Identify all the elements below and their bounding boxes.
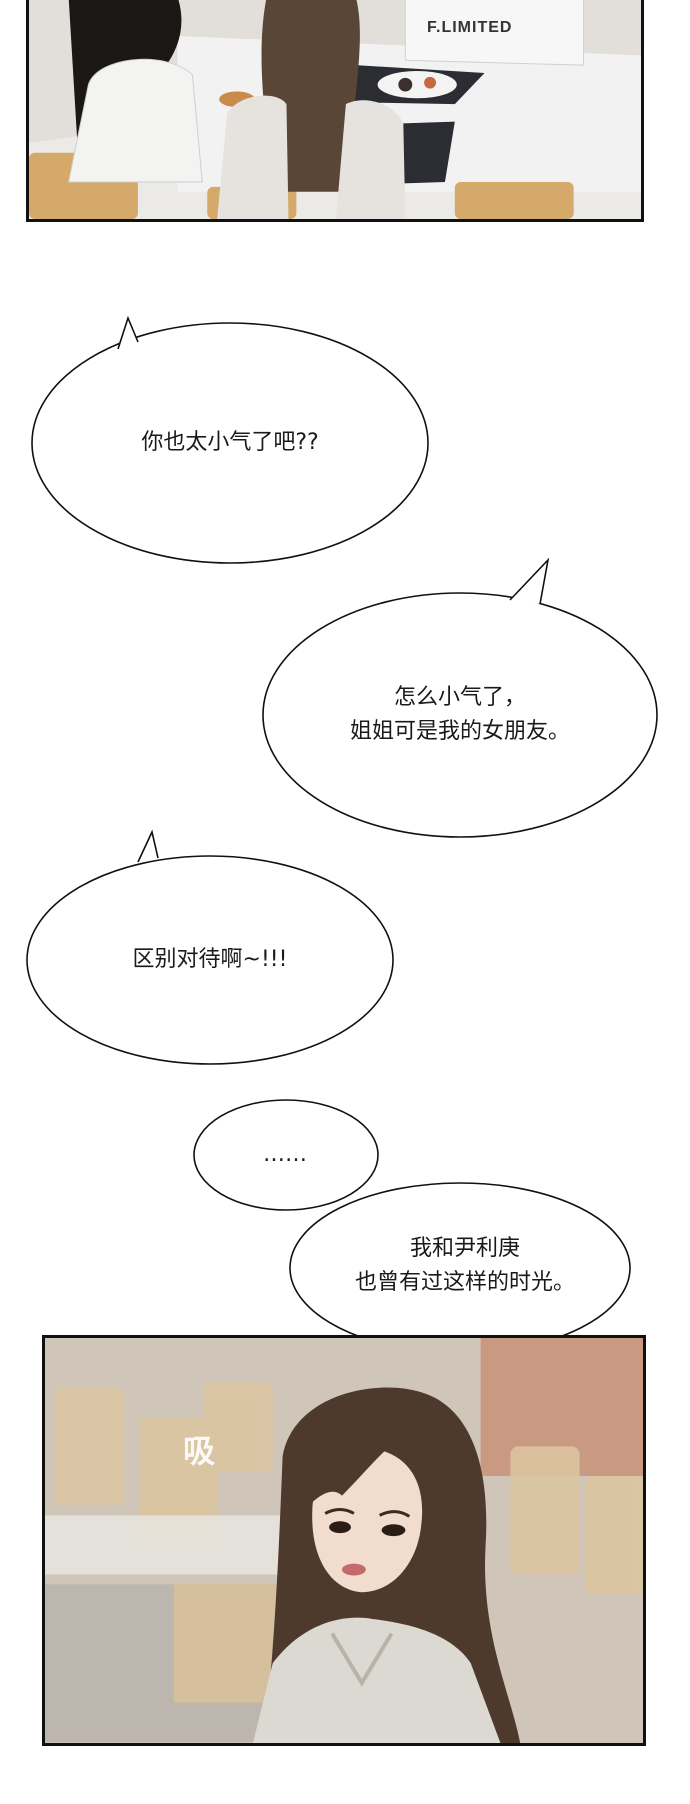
top-panel-art [29, 0, 641, 219]
thought-bubble-5: 我和尹利庚 也曾有过这样的时光。 [300, 1232, 630, 1300]
sound-effect-text: 吸 [183, 1432, 216, 1470]
bubble-5-line-2: 也曾有过这样的时光。 [354, 1270, 575, 1295]
speech-bubble-2: 怎么小气了， 姐姐可是我的女朋友。 [265, 681, 655, 749]
speech-bubble-4-shape [193, 1099, 379, 1211]
top-panel: F.LIMITED [26, 0, 644, 222]
speech-bubble-2-shape [262, 557, 658, 838]
speech-bubble-1-shape [31, 315, 429, 564]
bubble-4-line-1: …… [263, 1142, 307, 1167]
bottom-panel-art [45, 1338, 643, 1743]
speech-bubble-1: 你也太小气了吧?? [40, 426, 420, 460]
speech-bubble-3-shape [26, 829, 394, 1065]
bubble-2-line-2: 姐姐可是我的女朋友。 [349, 719, 570, 744]
shirt-print-text: F.LIMITED [427, 19, 513, 36]
speech-bubble-3: 区别对待啊~!!! [30, 943, 390, 977]
bubble-3-line-1: 区别对待啊~!!! [132, 947, 288, 972]
bubble-2-line-1: 怎么小气了， [393, 685, 526, 710]
bubble-1-line-1: 你也太小气了吧?? [141, 430, 319, 455]
speech-bubble-4: …… [200, 1138, 370, 1172]
bubble-5-line-1: 我和尹利庚 [409, 1236, 520, 1261]
bottom-panel: 吸 [42, 1335, 646, 1746]
